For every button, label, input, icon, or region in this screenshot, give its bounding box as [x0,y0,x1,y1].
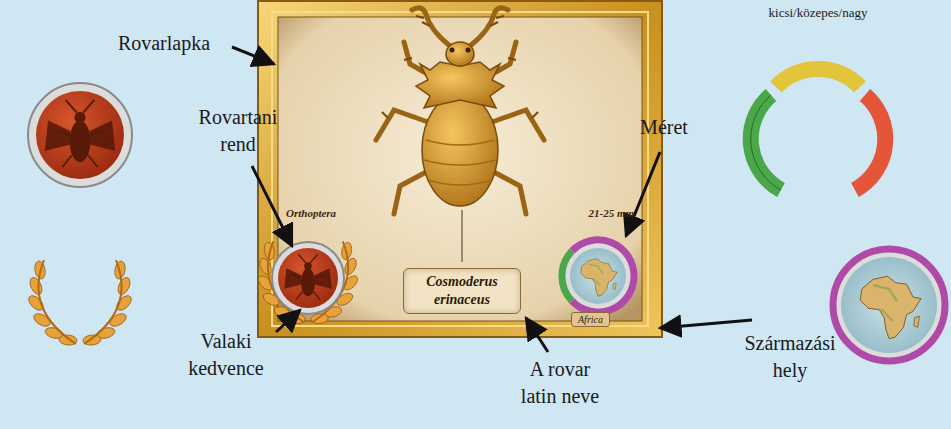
insect-card [258,1,662,337]
order-badge [272,242,344,314]
origin-icon [833,249,945,361]
pin [461,210,463,262]
beetle-illustration [376,8,544,214]
size-gauge [751,69,886,190]
origin-name: Africa [578,314,603,325]
latin-name: Cosmoderus erinaceus [412,273,512,309]
callout-label: Méret [624,114,704,141]
callout-label: Rovartani rend [182,104,294,158]
origin-banner: Africa [571,312,610,327]
callout-label: Származási hely [732,330,848,384]
order-name: Orthoptera [286,207,336,219]
origin-badge [562,240,634,312]
size-scale-label: kicsi/közepes/nagy [733,4,903,22]
leader-arrows [232,47,752,352]
callout-label: Valaki kedvence [171,328,281,382]
size-text: 21-25 mm [588,207,634,219]
order-icon [28,83,132,187]
laurel-badge [256,241,360,324]
callout-label: Rovarlapka [89,30,239,57]
laurel-icon [26,260,134,346]
latin-name-scroll: Cosmoderus erinaceus [403,268,521,314]
callout-label: A rovar latin neve [510,356,610,410]
insect-card: Orthoptera 21-25 mm Cosmoderus erinaceusAf… [258,1,662,337]
